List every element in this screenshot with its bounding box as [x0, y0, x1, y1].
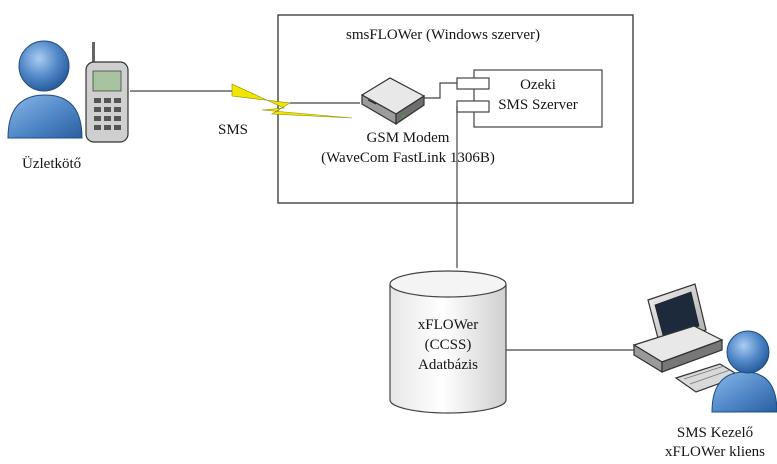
connection-lines: [130, 82, 640, 351]
modem-icon: [360, 77, 426, 126]
client-label: SMS Kezelő xFLOWer kliens: [655, 424, 775, 461]
ozeki-sms-server-box: [456, 69, 603, 128]
mobile-phone-icon: [85, 42, 129, 143]
modem-label: GSM Modem (WaveCom FastLink 1306B): [296, 129, 520, 167]
person-icon: [711, 330, 777, 413]
modem-line1: GSM Modem: [366, 130, 450, 146]
lightning-icon: [231, 83, 353, 119]
database-line2: (CCSS): [424, 337, 472, 353]
database-label: xFLOWer (CCSS) Adatbázis: [394, 316, 502, 374]
person-icon: [7, 40, 83, 139]
database-icon: [389, 270, 507, 414]
user-left-label: Üzletkötő: [22, 156, 82, 172]
client-line1: SMS Kezelő: [676, 425, 754, 441]
ozeki-line2: SMS Szerver: [498, 97, 578, 113]
client-line2: xFLOWer kliens: [664, 444, 766, 460]
database-line3: Adatbázis: [418, 357, 478, 373]
sms-link-label: SMS: [218, 122, 249, 138]
server-title: smsFLOWer (Windows szerver): [346, 27, 540, 43]
ozeki-label: Ozeki SMS Szerver: [476, 76, 600, 114]
ozeki-line1: Ozeki: [520, 77, 556, 93]
database-line1: xFLOWer: [417, 317, 479, 333]
computer-icon: [632, 283, 742, 393]
modem-line2: (WaveCom FastLink 1306B): [321, 150, 495, 166]
